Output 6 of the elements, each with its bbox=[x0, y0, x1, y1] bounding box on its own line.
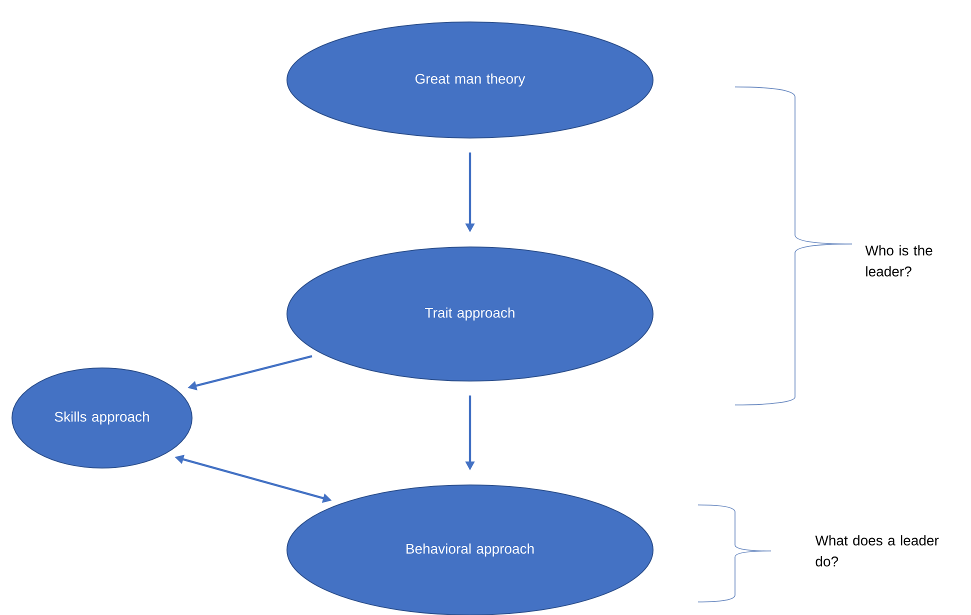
ellipse-node: Great man theory bbox=[286, 22, 654, 138]
ellipse-node: Skills approach bbox=[12, 368, 192, 468]
ellipse-node: Behavioral approach bbox=[286, 484, 654, 615]
side-note: Who is the leader? bbox=[865, 245, 932, 276]
side-note: What does a leader do? bbox=[815, 535, 939, 566]
ellipse-node: Trait approach bbox=[286, 246, 654, 382]
